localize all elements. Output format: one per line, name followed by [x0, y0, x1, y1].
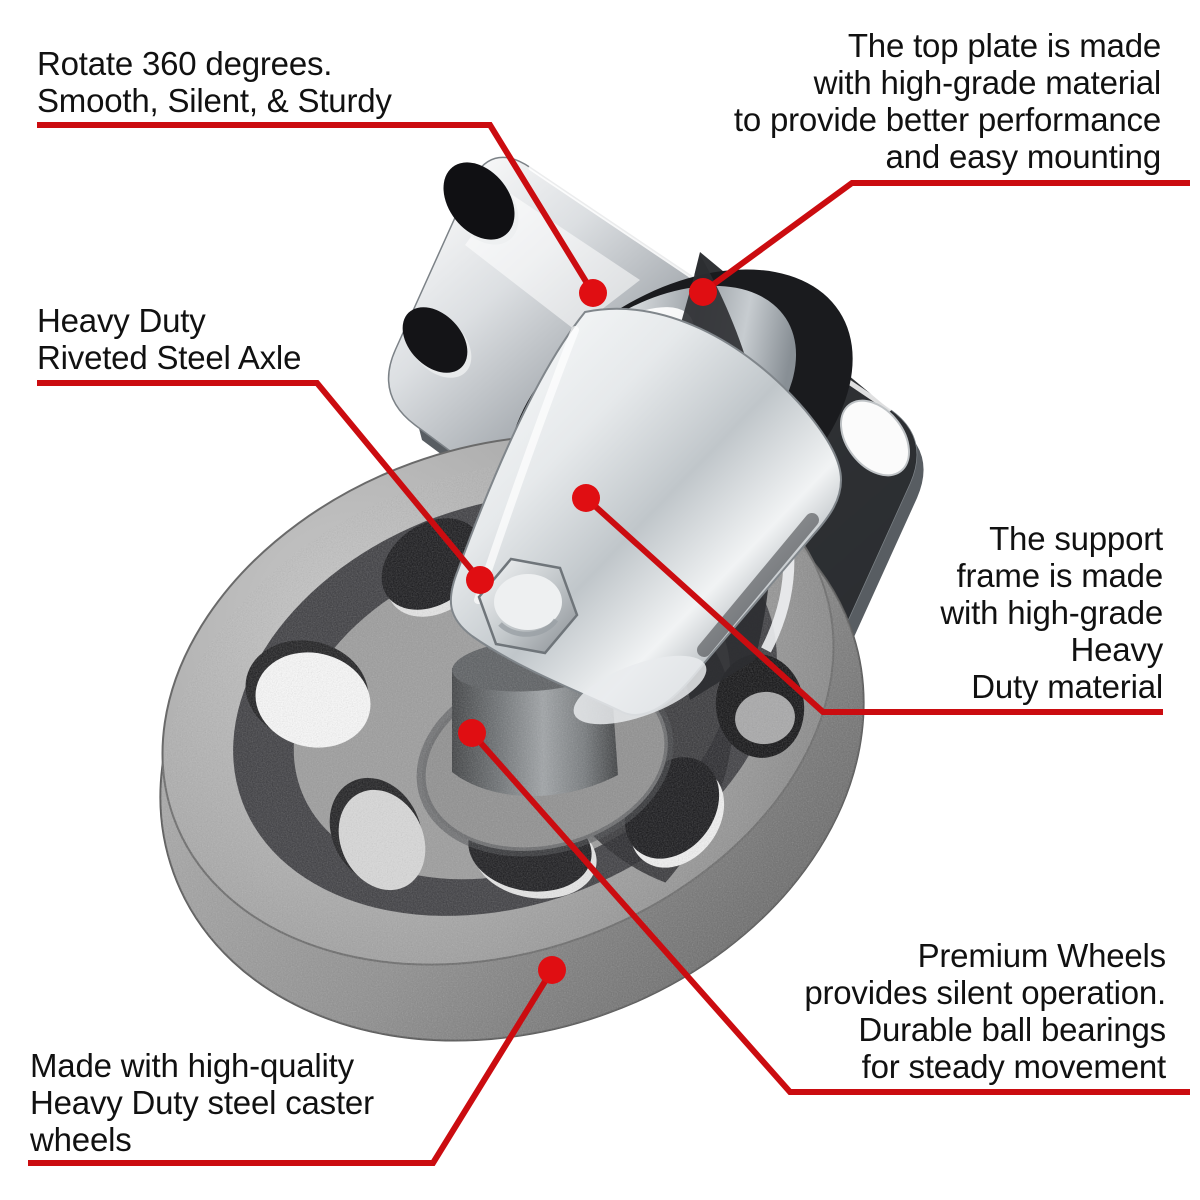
annotation-dots [458, 278, 717, 984]
fork-left-highlight [474, 326, 579, 604]
callout-text-line: for steady movement [861, 1048, 1167, 1085]
callout-top-plate: The top plate is made with high-grade ma… [734, 27, 1161, 175]
callout-text-line: The top plate is made [847, 27, 1161, 64]
annotation-leaders [28, 122, 1190, 1166]
callout-text-line: The support [989, 520, 1163, 557]
fork-bottom-fold [573, 655, 707, 725]
callout-steel-wheels: Made with high-quality Heavy Duty steel … [30, 1047, 374, 1158]
callout-text-line: Heavy Duty [37, 302, 206, 339]
callout-text-line: Premium Wheels [917, 937, 1167, 974]
callout-text-line: Duty material [971, 668, 1163, 705]
callout-text-line: and easy mounting [885, 138, 1162, 175]
leader-line-premium-wheels [469, 731, 1190, 1095]
leader-line-top-plate [701, 180, 1190, 295]
callout-rotate-360: Rotate 360 degrees. Smooth, Silent, & St… [37, 45, 392, 119]
callout-text-line: with high-grade [940, 594, 1163, 631]
leader-line-steel-wheels [28, 968, 555, 1166]
callout-dot-rotate [579, 279, 607, 307]
callout-text-line: Rotate 360 degrees. [37, 45, 333, 82]
callout-dot-steel-wheels [538, 956, 566, 984]
rivet [477, 557, 579, 655]
callout-text-line: Heavy Duty steel caster [30, 1084, 374, 1121]
callout-text-line: provides silent operation. [804, 974, 1166, 1011]
leader-line-rotate [37, 122, 596, 295]
callout-text-line: to provide better performance [733, 101, 1161, 138]
fork-edge-shade [697, 513, 819, 657]
plate-hole-left [402, 307, 472, 378]
plate-hole-top [443, 162, 519, 245]
callout-support-frame: The support frame is made with high-grad… [940, 520, 1163, 705]
callout-premium-wheels: Premium Wheels provides silent operation… [804, 937, 1166, 1085]
callout-text-line: with high-grade material [813, 64, 1162, 101]
leader-line-support-frame [583, 495, 1163, 715]
leader-line-axle [37, 380, 483, 582]
callout-text-line: Smooth, Silent, & Sturdy [37, 82, 392, 119]
callout-dot-support-frame [572, 484, 600, 512]
callout-dot-axle [466, 566, 494, 594]
callout-dot-premium-wheels [458, 719, 486, 747]
callout-dot-top-plate [689, 278, 717, 306]
callout-text-line: Heavy [1070, 631, 1163, 668]
callout-text-line: Durable ball bearings [858, 1011, 1166, 1048]
callout-text-line: wheels [30, 1121, 132, 1158]
callout-text-line: frame is made [956, 557, 1164, 594]
callout-text-line: Made with high-quality [30, 1047, 354, 1084]
callout-text-line: Riveted Steel Axle [37, 339, 302, 376]
callout-riveted-axle: Heavy Duty Riveted Steel Axle [37, 302, 301, 376]
plate-hole-right [840, 399, 910, 477]
